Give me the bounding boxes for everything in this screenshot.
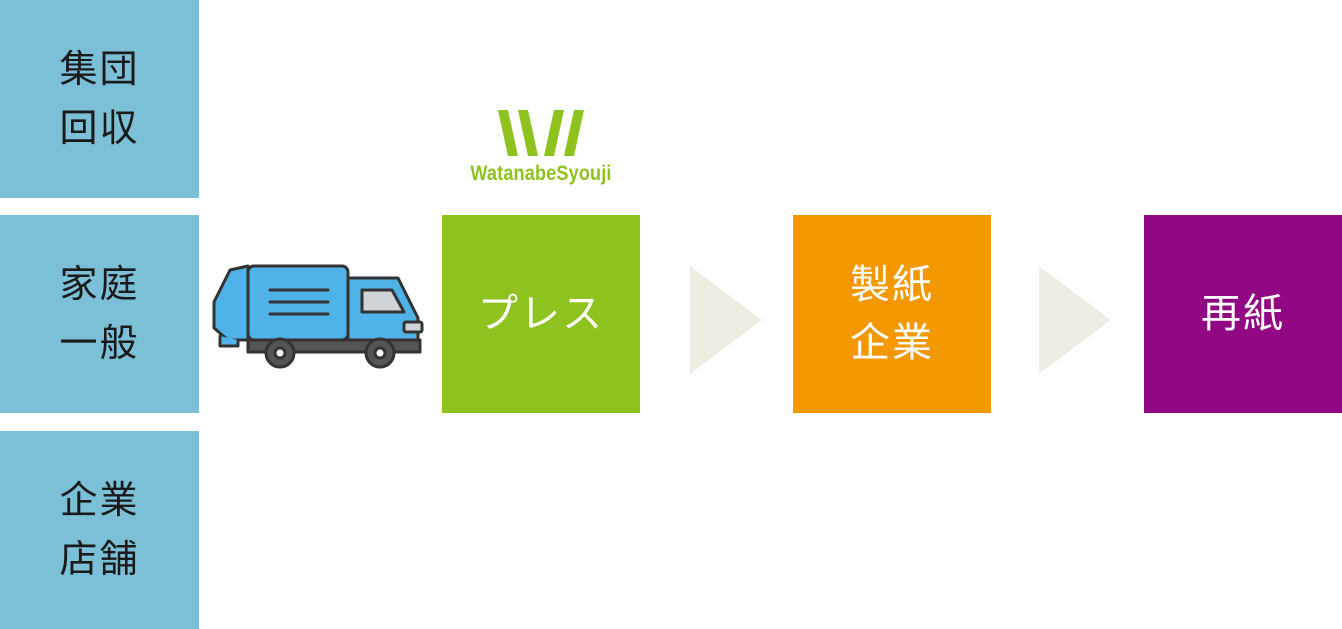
source-label-line: 集団 (59, 47, 140, 91)
company-logo-mark-icon (498, 110, 584, 156)
flow-arrow-icon (1039, 266, 1111, 374)
source-label-line: 一般 (59, 321, 140, 365)
source-box-business: 企業 店舗 (0, 431, 199, 629)
source-box-group-collection: 集団 回収 (0, 0, 199, 198)
source-label-line: 回収 (59, 106, 140, 150)
stage-label-line: 再紙 (1201, 291, 1285, 337)
source-label-line: 家庭 (59, 262, 140, 306)
stage-box-recycled-paper: 再紙 (1144, 215, 1342, 413)
stage-box-press: プレス (442, 215, 640, 413)
stage-label-line: 企業 (850, 320, 934, 366)
stage-label-line: プレス (478, 291, 604, 337)
stage-box-paper-mill: 製紙 企業 (793, 215, 991, 413)
source-box-household: 家庭 一般 (0, 215, 199, 413)
company-logo-text: WatanabeSyouji (470, 162, 612, 185)
source-label-line: 企業 (59, 478, 140, 522)
flow-arrow-icon (690, 266, 762, 374)
stage-label-line: 製紙 (850, 262, 934, 308)
garbage-truck-icon (212, 264, 424, 369)
company-logo: WatanabeSyouji (455, 110, 627, 192)
source-label-line: 店舗 (59, 537, 140, 581)
